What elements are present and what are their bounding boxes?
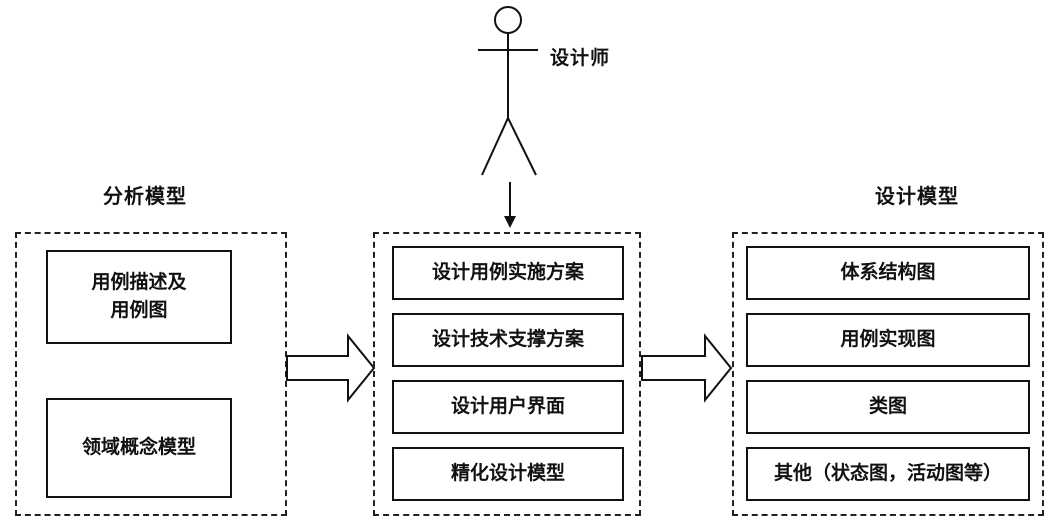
analysis-model-title: 分析模型	[103, 184, 187, 208]
design-model-group	[732, 232, 1044, 516]
model-item-use-case-realization: 用例实现图	[746, 313, 1030, 367]
flow-arrow-analysis-to-design	[286, 333, 376, 403]
actor-down-arrow	[504, 182, 516, 228]
process-item-use-case-plan: 设计用例实施方案	[392, 246, 624, 300]
design-process-group	[373, 232, 641, 516]
process-item-refine-model: 精化设计模型	[392, 447, 624, 501]
designer-actor-figure	[478, 6, 538, 176]
model-item-others: 其他（状态图，活动图等）	[746, 447, 1030, 501]
analysis-item-use-case: 用例描述及 用例图	[46, 250, 232, 344]
analysis-item-domain-model: 领域概念模型	[46, 398, 232, 498]
actor-label: 设计师	[550, 47, 611, 69]
flow-arrow-process-to-model	[641, 333, 733, 403]
model-item-architecture: 体系结构图	[746, 246, 1030, 300]
model-item-class-diagram: 类图	[746, 380, 1030, 434]
process-item-user-interface: 设计用户界面	[392, 380, 624, 434]
design-model-title: 设计模型	[875, 184, 959, 208]
process-item-tech-support-plan: 设计技术支撑方案	[392, 313, 624, 367]
